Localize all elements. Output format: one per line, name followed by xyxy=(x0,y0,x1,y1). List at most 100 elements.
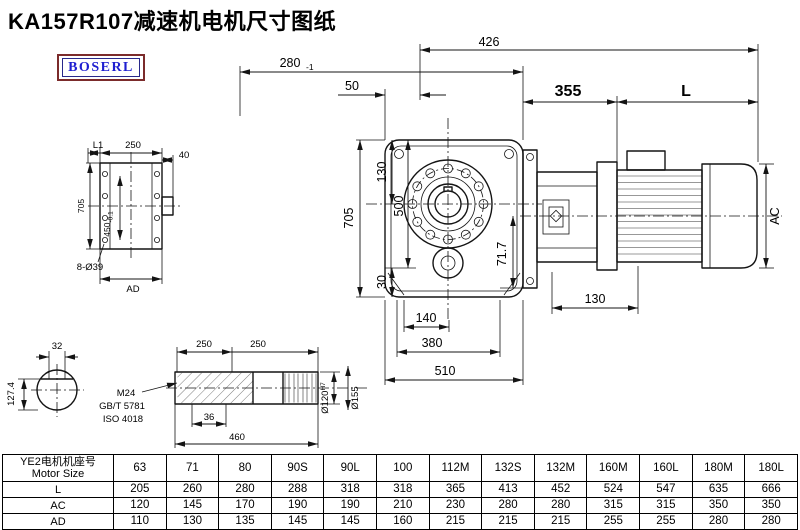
dim-label-30: 30 xyxy=(375,275,389,289)
dim-label-250-b: 250 xyxy=(250,339,266,350)
brand-logo-frame: BOSERL xyxy=(62,58,140,77)
value-cell: 190 xyxy=(323,497,378,514)
row-label: AD xyxy=(2,513,114,530)
value-cell: 160 xyxy=(376,513,430,530)
value-cell: 120 xyxy=(113,497,167,514)
brand-logo-text: BOSERL xyxy=(68,59,134,75)
flange-side-view: L1 250 40 705 450-0.1 8-Ø39 AD xyxy=(76,140,189,295)
dim-label-127-4: 127.4 xyxy=(6,382,17,406)
dim-label-32: 32 xyxy=(52,341,63,352)
value-cell: 230 xyxy=(428,497,483,514)
dim-label-71-7: 71.7 xyxy=(495,242,509,266)
dim-label-130-top: 130 xyxy=(375,162,389,183)
value-cell: 666 xyxy=(744,481,798,498)
dim-label-36: 36 xyxy=(204,412,215,423)
motor-size-col-header: 180M xyxy=(691,454,746,482)
hole-callout-8xd39: 8-Ø39 xyxy=(77,262,103,273)
value-cell: 205 xyxy=(113,481,167,498)
value-cell: 635 xyxy=(691,481,746,498)
dim-label-280: 280 xyxy=(280,56,301,70)
value-cell: 210 xyxy=(376,497,430,514)
value-cell: 350 xyxy=(744,497,798,514)
value-cell: 130 xyxy=(165,513,220,530)
value-cell: 145 xyxy=(323,513,378,530)
header-label-en: Motor Size xyxy=(31,468,85,480)
value-cell: 170 xyxy=(218,497,272,514)
value-cell: 318 xyxy=(376,481,430,498)
shaft-detail-view: 250 250 M24 GB/T 5781 ISO 4018 36 460 Ø1… xyxy=(99,339,368,448)
motor-size-col-header: 71 xyxy=(165,454,220,482)
motor-size-col-header: 90L xyxy=(323,454,378,482)
value-cell: 315 xyxy=(639,497,693,514)
motor-size-col-header: 132S xyxy=(481,454,535,482)
value-cell: 280 xyxy=(744,513,798,530)
motor-size-col-header: 132M xyxy=(533,454,588,482)
value-cell: 318 xyxy=(323,481,378,498)
value-cell: 135 xyxy=(218,513,272,530)
page-title: KA157R107减速机电机尺寸图纸 xyxy=(8,9,337,34)
brand-logo: BOSERL xyxy=(57,54,145,81)
motor-size-col-header: 63 xyxy=(113,454,167,482)
value-cell: 280 xyxy=(691,513,746,530)
dim-label-280-tol: -1 xyxy=(306,62,314,72)
motor-size-col-header: 160L xyxy=(639,454,693,482)
dim-label-510: 510 xyxy=(435,364,456,378)
value-cell: 215 xyxy=(533,513,588,530)
dim-label-380: 380 xyxy=(422,336,443,350)
dim-label-705: 705 xyxy=(342,208,356,229)
dim-label-426: 426 xyxy=(479,35,500,49)
dim-label-250-a: 250 xyxy=(196,339,212,350)
dim-label-L1: L1 xyxy=(93,140,104,151)
dim-label-AC: AC xyxy=(768,207,782,224)
motor-size-col-header: 100 xyxy=(376,454,430,482)
dim-label-140: 140 xyxy=(416,311,437,325)
value-cell: 350 xyxy=(691,497,746,514)
value-cell: 365 xyxy=(428,481,483,498)
value-cell: 260 xyxy=(165,481,220,498)
dim-label-d155: Ø155 xyxy=(350,386,361,409)
dim-label-AD: AD xyxy=(126,284,139,295)
value-cell: 288 xyxy=(270,481,325,498)
dim-label-460: 460 xyxy=(229,432,245,443)
dim-label-130-right: 130 xyxy=(585,292,606,306)
motor-size-col-header: 90S xyxy=(270,454,325,482)
motor-size-col-header: 112M xyxy=(428,454,483,482)
dim-label-L: L xyxy=(681,83,691,100)
value-cell: 280 xyxy=(481,497,535,514)
value-cell: 452 xyxy=(533,481,588,498)
header-label-cn: YE2电机机座号 xyxy=(20,456,96,468)
value-cell: 110 xyxy=(113,513,167,530)
row-label: AC xyxy=(2,497,114,514)
value-cell: 547 xyxy=(639,481,693,498)
motor-size-col-header: 80 xyxy=(218,454,272,482)
row-label: L xyxy=(2,481,114,498)
standard-iso: ISO 4018 xyxy=(103,414,143,425)
dim-label-500: 500 xyxy=(392,196,406,217)
dim-label-705-small: 705 xyxy=(76,199,86,213)
dim-label-355: 355 xyxy=(555,83,582,100)
header-cell-motor-size: YE2电机机座号 Motor Size xyxy=(2,454,114,482)
value-cell: 145 xyxy=(270,513,325,530)
dim-label-50: 50 xyxy=(345,79,359,93)
value-cell: 255 xyxy=(586,513,641,530)
value-cell: 145 xyxy=(165,497,220,514)
value-cell: 280 xyxy=(533,497,588,514)
value-cell: 524 xyxy=(586,481,641,498)
value-cell: 190 xyxy=(270,497,325,514)
value-cell: 315 xyxy=(586,497,641,514)
standard-gb: GB/T 5781 xyxy=(99,401,145,412)
dim-label-450: 450-0.1 xyxy=(102,211,115,237)
main-view-geometry xyxy=(366,118,782,320)
dim-label-d120: Ø120H7 xyxy=(320,382,331,414)
thread-callout-m24: M24 xyxy=(117,388,135,399)
dim-label-40: 40 xyxy=(179,150,190,161)
value-cell: 255 xyxy=(639,513,693,530)
technical-drawing: 426 280 -1 50 355 L 705 130 500 30 71.7 … xyxy=(6,35,782,448)
dim-label-250-flange: 250 xyxy=(125,140,141,151)
shaft-end-view: 32 127.4 xyxy=(6,341,84,417)
